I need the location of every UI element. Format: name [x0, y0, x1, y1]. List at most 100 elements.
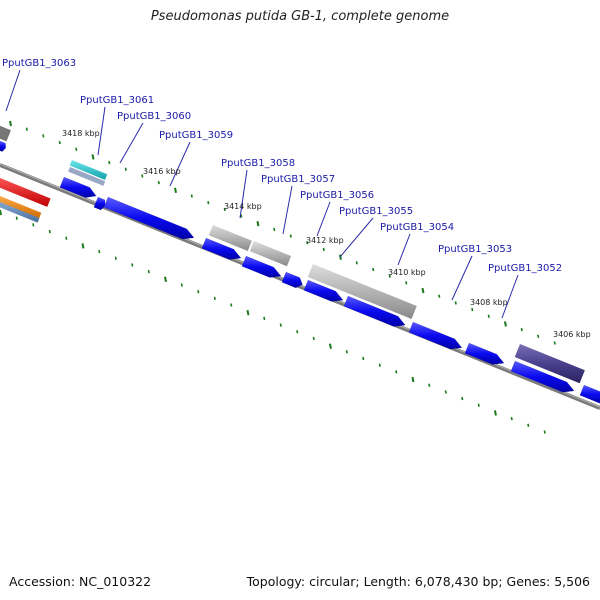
tick-mark — [207, 201, 210, 205]
tick-mark — [98, 249, 101, 254]
gene-label[interactable]: PputGB1_3057 — [261, 174, 335, 185]
tick-mark — [223, 207, 226, 212]
cds-arrow[interactable] — [93, 196, 106, 211]
label-leader — [501, 274, 519, 319]
grey-feature[interactable] — [0, 125, 11, 142]
accession-text: Accession: NC_010322 — [9, 574, 152, 589]
tick-mark — [279, 323, 282, 327]
cds-arrow[interactable] — [303, 279, 344, 302]
tick-mark — [124, 167, 127, 171]
pale-feature[interactable] — [68, 167, 106, 186]
tick-mark — [190, 194, 193, 198]
cds-arrow[interactable] — [201, 237, 242, 260]
tick-mark — [395, 370, 398, 374]
tick-mark — [345, 350, 348, 354]
tick-mark — [174, 187, 177, 194]
tick-mark — [273, 227, 276, 232]
scale-label: 3410 kbp — [388, 268, 426, 277]
tick-mark — [141, 174, 144, 178]
scale-label: 3418 kbp — [62, 129, 100, 138]
tick-mark — [81, 243, 85, 249]
red-feature[interactable] — [0, 176, 51, 207]
tick-mark — [553, 341, 556, 345]
tick-mark — [322, 247, 325, 252]
cds-arrow[interactable] — [281, 271, 303, 289]
grey-feature[interactable] — [208, 225, 252, 251]
tick-mark — [362, 356, 365, 361]
tick-mark — [32, 223, 35, 227]
gene-label[interactable]: PputGB1_3054 — [380, 222, 454, 233]
cds-arrow[interactable] — [0, 140, 6, 152]
gene-label[interactable]: PputGB1_3058 — [221, 158, 295, 169]
orange-feature[interactable] — [0, 194, 42, 219]
tick-mark — [0, 209, 2, 216]
label-leader-lines — [5, 69, 519, 319]
purple-feature[interactable] — [514, 344, 585, 384]
tick-mark — [527, 423, 530, 427]
scale-label: 3408 kbp — [470, 298, 508, 307]
label-leader — [282, 185, 293, 235]
cds-arrow[interactable] — [579, 384, 600, 404]
genome-backbone — [0, 163, 600, 410]
grey-feature[interactable] — [249, 241, 292, 267]
label-leader — [451, 255, 473, 301]
tick-mark — [246, 310, 250, 316]
cds-arrow[interactable] — [59, 176, 97, 198]
cds-arrow[interactable] — [510, 360, 575, 393]
gene-label[interactable]: PputGB1_3053 — [438, 244, 512, 255]
steel-feature[interactable] — [0, 200, 40, 223]
tick-mark — [537, 334, 540, 338]
tick-mark — [75, 147, 78, 151]
feature-track — [0, 125, 600, 404]
tick-mark — [157, 180, 160, 185]
gene-label[interactable]: PputGB1_3056 — [300, 190, 374, 201]
tick-mark — [108, 160, 111, 165]
gene-label[interactable]: PputGB1_3052 — [488, 263, 562, 274]
tick-mark — [461, 396, 464, 401]
tick-mark — [312, 336, 315, 341]
scale-label: 3406 kbp — [553, 330, 591, 339]
map-title: Pseudomonas putida GB-1, complete genome — [150, 9, 450, 24]
tick-mark — [131, 263, 134, 267]
tick-mark — [114, 256, 117, 260]
tick-mark — [378, 363, 381, 367]
tick-mark — [471, 307, 474, 312]
tick-mark — [428, 383, 431, 387]
tick-mark — [91, 154, 95, 160]
tick-mark — [25, 127, 28, 131]
tick-mark — [355, 261, 358, 265]
grey-feature[interactable] — [307, 264, 417, 320]
tick-mark — [543, 430, 546, 434]
tick-mark — [9, 120, 12, 127]
tick-mark — [147, 269, 150, 274]
scale-label: 3416 kbp — [143, 167, 181, 176]
tick-mark — [289, 234, 292, 238]
cds-arrow[interactable] — [241, 255, 282, 278]
label-leader — [5, 69, 21, 112]
tick-mark — [240, 214, 243, 218]
tick-mark — [487, 314, 490, 318]
cds-arrow[interactable] — [408, 321, 463, 350]
label-leader — [169, 141, 191, 187]
cds-arrow[interactable] — [464, 342, 505, 365]
gene-label[interactable]: PputGB1_3060 — [117, 111, 191, 122]
scale-label: 3414 kbp — [224, 202, 262, 211]
tick-mark — [180, 283, 183, 287]
cyan-feature[interactable] — [69, 160, 108, 180]
gene-labels: PputGB1_3063 PputGB1_3061 PputGB1_3060 P… — [2, 58, 562, 274]
tick-mark — [58, 140, 61, 145]
outer-tick-track — [9, 120, 556, 345]
gene-label[interactable]: PputGB1_3059 — [159, 130, 233, 141]
tick-mark — [164, 276, 167, 283]
label-leader — [239, 169, 248, 219]
gene-label[interactable]: PputGB1_3063 — [2, 58, 76, 69]
tick-mark — [256, 221, 260, 227]
cds-arrow[interactable] — [343, 295, 406, 327]
gene-label[interactable]: PputGB1_3061 — [80, 95, 154, 106]
scale-label: 3412 kbp — [306, 236, 344, 245]
tick-mark — [444, 390, 447, 394]
cds-arrow[interactable] — [103, 196, 195, 240]
gene-label[interactable]: PputGB1_3055 — [339, 206, 413, 217]
tick-mark — [388, 274, 391, 278]
